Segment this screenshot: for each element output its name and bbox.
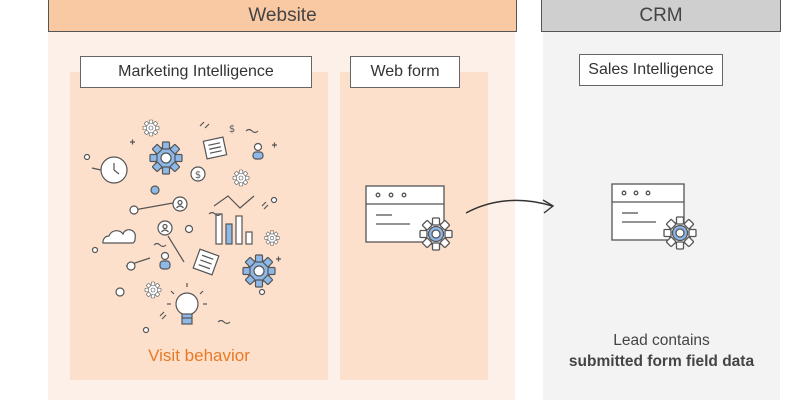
user-icon <box>253 144 263 160</box>
bar-chart-icon <box>214 196 254 244</box>
gear-icon <box>150 142 182 174</box>
visit-behavior-caption: Visit behavior <box>70 346 328 366</box>
gear-icon <box>243 255 275 287</box>
user-icon <box>173 197 187 211</box>
cloud-icon <box>103 230 135 243</box>
gear-icon <box>265 231 279 245</box>
lead-caption: Lead contains submitted form field data <box>543 330 780 372</box>
user-icon <box>158 221 172 235</box>
icon-cluster: $ $ <box>85 120 282 333</box>
clock-icon <box>92 157 127 183</box>
gear-icon <box>143 120 159 136</box>
puzzle-icon <box>193 249 219 275</box>
light-bulb-icon <box>167 283 207 324</box>
form-with-gear-icon <box>366 186 452 250</box>
svg-text:$: $ <box>229 124 235 135</box>
gear-icon <box>233 170 249 186</box>
user-icon <box>160 253 170 270</box>
lead-caption-line1: Lead contains <box>613 332 710 349</box>
curved-arrow-icon <box>466 200 553 213</box>
gear-icon <box>145 282 161 298</box>
puzzle-icon <box>203 137 226 159</box>
form-with-gear-icon <box>612 184 696 249</box>
lead-caption-line2: submitted form field data <box>543 351 780 372</box>
svg-text:$: $ <box>195 170 201 181</box>
